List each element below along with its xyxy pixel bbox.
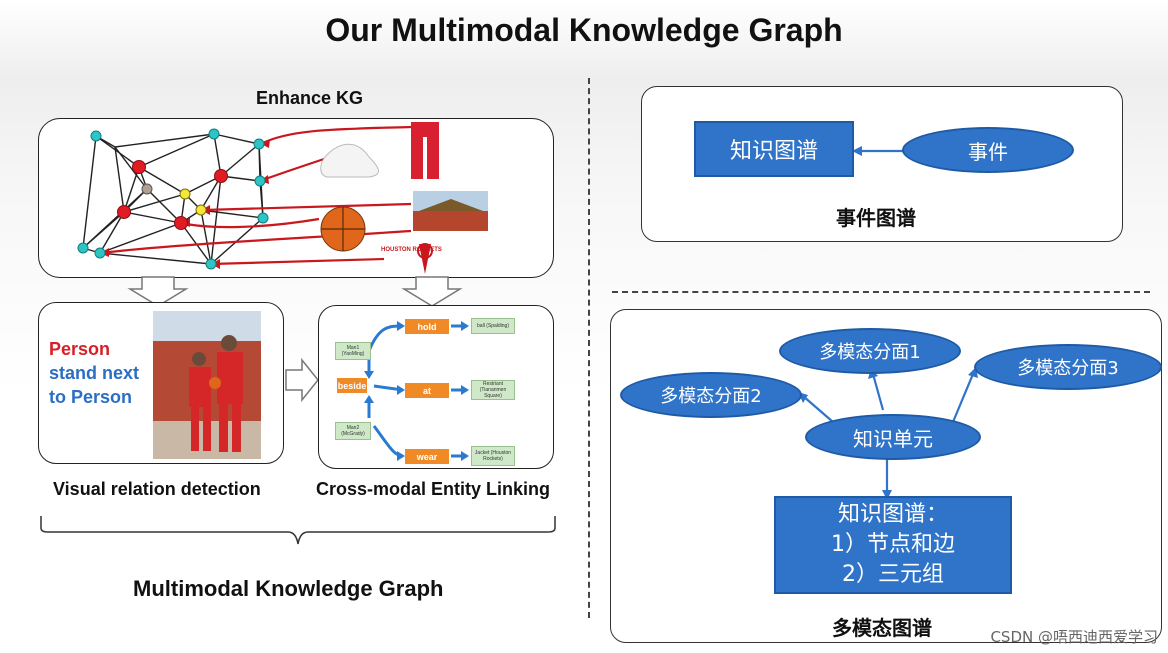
basketball-image xyxy=(320,206,366,252)
vertical-divider xyxy=(588,78,590,618)
kg-definition-box: 知识图谱： 1）节点和边 2）三元组 xyxy=(774,496,1012,594)
horizontal-divider xyxy=(612,291,1150,293)
vrd-caption-person2-text: to Person xyxy=(49,387,133,407)
brace-icon xyxy=(40,516,556,545)
vrd-label: Visual relation detection xyxy=(53,479,261,499)
enhance-kg-panel: HOUSTON ROCKETS xyxy=(38,118,554,278)
event-ellipse: 事件 xyxy=(902,127,1074,173)
relation-hold: hold xyxy=(405,319,449,334)
entity-man2: Man2 (McGrady) xyxy=(335,422,371,440)
vrd-caption-relation: stand next xyxy=(49,363,140,383)
right-arrow-icon xyxy=(285,358,319,402)
relation-wear: wear xyxy=(405,449,449,464)
watermark: CSDN @唔西迪西爱学习 xyxy=(990,628,1158,646)
relation-arrows xyxy=(364,321,469,461)
knowledge-graph-network xyxy=(77,122,488,274)
down-arrow-icon xyxy=(127,276,189,307)
enhance-kg-label: Enhance KG xyxy=(256,88,364,108)
palace-image xyxy=(413,191,488,231)
entity-jacket: Jacket (Houston Rockets) xyxy=(471,446,515,466)
page-title: Our Multimodal Knowledge Graph xyxy=(325,12,843,48)
kg-definition-line2: 1）节点和边 xyxy=(831,532,955,557)
event-arrow xyxy=(852,146,904,156)
relation-beside: beside xyxy=(337,378,367,393)
down-arrow-icon xyxy=(401,276,463,307)
vrd-caption-person1: Person xyxy=(49,339,111,359)
relation-at: at xyxy=(405,383,449,398)
entity-restriant: Restriant (Tiananmen Square) xyxy=(471,380,515,400)
shoe-image xyxy=(320,143,379,178)
event-graph-label: 事件图谱 xyxy=(836,206,916,230)
visual-relation-panel: Person stand next to Person xyxy=(38,302,284,464)
aspect3-ellipse: 多模态分面3 xyxy=(974,344,1162,390)
knowledge-unit-ellipse: 知识单元 xyxy=(805,414,981,460)
kg-definition-line3: 2）三元组 xyxy=(842,562,944,587)
entity-man1: Man1 (YaoMing) xyxy=(335,342,371,360)
cmel-label: Cross-modal Entity Linking xyxy=(316,479,551,499)
kg-definition-line1: 知识图谱： xyxy=(837,502,948,527)
multimodal-graph-label: 多模态图谱 xyxy=(832,616,932,640)
entity-ball: ball (Spalding) xyxy=(471,318,515,334)
rockets-logo xyxy=(417,243,433,274)
vrd-caption-person2: to Person xyxy=(49,385,132,409)
pants-image xyxy=(411,122,439,179)
entity-linking-panel: hold beside at wear Man1 (YaoMing) Man2 … xyxy=(318,305,554,469)
players-photo xyxy=(153,311,261,459)
multimodal-kg-label: Multimodal Knowledge Graph xyxy=(133,576,444,601)
aspect1-ellipse: 多模态分面1 xyxy=(779,328,961,374)
rockets-logo-text: HOUSTON ROCKETS xyxy=(381,247,442,253)
kg-box: 知识图谱 xyxy=(694,121,854,177)
aspect2-ellipse: 多模态分面2 xyxy=(620,372,802,418)
